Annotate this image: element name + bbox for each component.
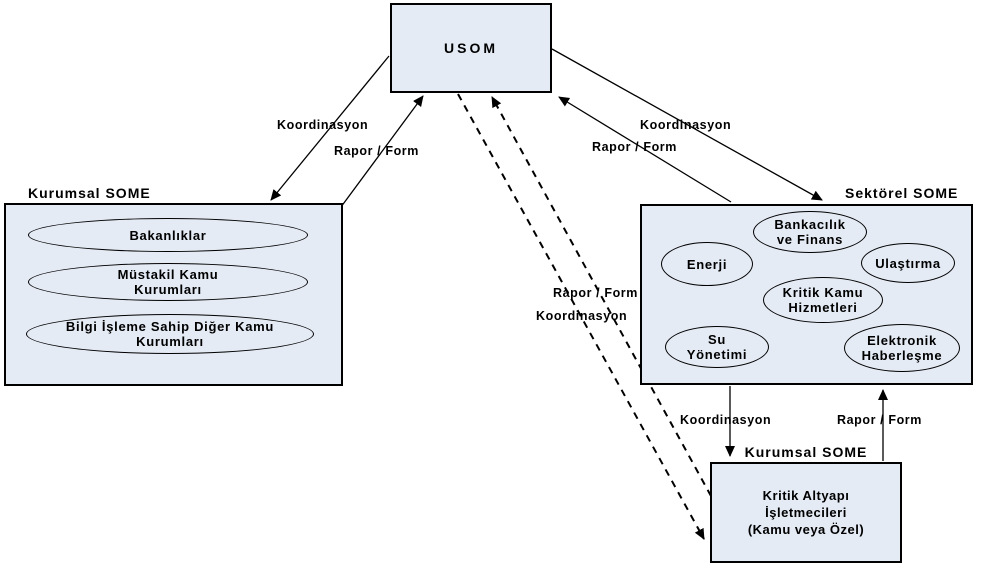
ellipse-elektronik-haberlesme: Elektronik Haberleşme xyxy=(844,324,960,372)
left-kurumsal-some-title: Kurumsal SOME xyxy=(28,185,151,201)
sektorel-some-box: Bankacılık ve Finans Enerji Ulaştırma Kr… xyxy=(640,204,973,385)
kritik-altyapi-isletmecileri-box: Kritik Altyapı İşletmecileri (Kamu veya … xyxy=(710,462,902,563)
ellipse-bilgi-isleme-sahip-diger-kamu-kurumlari: Bilgi İşleme Sahip Diğer Kamu Kurumları xyxy=(26,314,314,354)
ellipse-bakanliklar: Bakanlıklar xyxy=(28,218,308,252)
ellipse-kritik-kamu-hizmetleri: Kritik Kamu Hizmetleri xyxy=(763,277,883,323)
edge-label-koordinasyon-bottom: Koordinasyon xyxy=(680,413,772,427)
sektorel-some-title: Sektörel SOME xyxy=(845,185,959,201)
edge-label-rapor-form-bottom: Rapor / Form xyxy=(837,413,922,427)
edge-label-koordinasyon-left: Koordinasyon xyxy=(277,118,369,132)
ellipse-bankacilik-ve-finans: Bankacılık ve Finans xyxy=(753,211,867,253)
ellipse-mustakil-kamu-kurumlari: Müstakil Kamu Kurumları xyxy=(28,263,308,301)
left-kurumsal-some-box: Bakanlıklar Müstakil Kamu Kurumları Bilg… xyxy=(4,203,343,386)
ellipse-enerji: Enerji xyxy=(661,242,753,286)
ellipse-ulastirma: Ulaştırma xyxy=(861,243,955,283)
edge-label-koordinasyon-right: Koordinasyon xyxy=(640,118,732,132)
edge-label-rapor-form-right: Rapor / Form xyxy=(592,140,677,154)
ellipse-su-yonetimi: Su Yönetimi xyxy=(665,326,769,368)
usom-node: USOM xyxy=(390,3,552,93)
edge-label-koordinasyon-middle: Koordinasyon xyxy=(536,309,628,323)
edge-label-rapor-form-left: Rapor / Form xyxy=(334,144,419,158)
bottom-kurumsal-some-title: Kurumsal SOME xyxy=(744,444,868,460)
edge-label-rapor-form-middle: Rapor / Form xyxy=(553,286,638,300)
